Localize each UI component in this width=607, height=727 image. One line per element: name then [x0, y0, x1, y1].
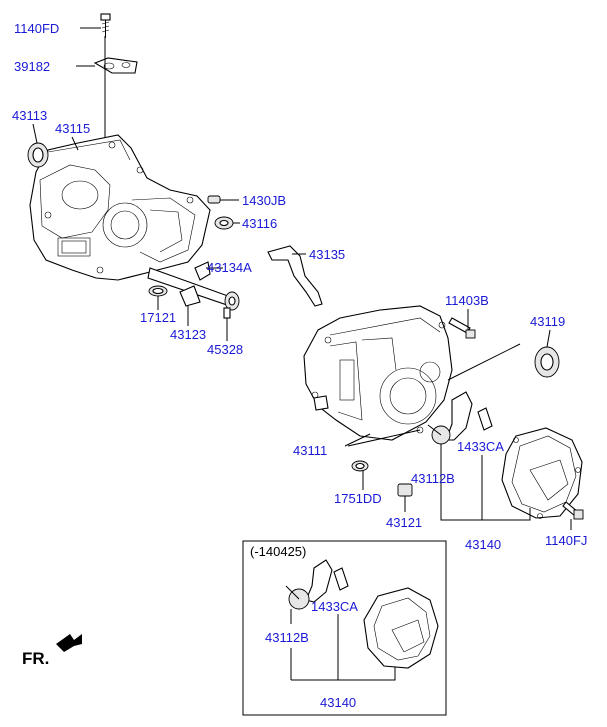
inset-label-1433ca: 1433CA — [311, 599, 358, 614]
bracket-43112b — [427, 391, 473, 445]
label-43111: 43111 — [293, 443, 327, 458]
label-1430jb: 1430JB — [242, 193, 286, 208]
label-17121: 17121 — [140, 310, 176, 325]
inset-pin-1433ca — [333, 567, 349, 591]
plug-43121 — [397, 483, 413, 497]
bolt-11403b — [448, 317, 476, 339]
label-1140fd: 1140FD — [14, 21, 59, 36]
bracket-39182 — [93, 57, 138, 74]
label-43113: 43113 — [12, 108, 47, 123]
label-1751dd: 1751DD — [334, 491, 382, 506]
label-43116: 43116 — [242, 216, 277, 231]
gasket-1751dd — [351, 460, 369, 472]
label-43119: 43119 — [530, 314, 565, 329]
inset-label-43112b: 43112B — [265, 630, 309, 645]
bolt-45328 — [223, 307, 231, 319]
inset-box — [242, 540, 447, 716]
oil-seal-43119 — [534, 346, 560, 378]
leader-lines — [32, 27, 572, 530]
label-43135: 43135 — [309, 247, 345, 262]
label-45328: 45328 — [207, 342, 243, 357]
inset-cover-43140 — [363, 587, 439, 669]
oring-17121 — [148, 285, 168, 297]
bolt-1140fd — [100, 13, 111, 38]
label-1140fj: 1140FJ — [545, 533, 587, 548]
label-39182: 39182 — [14, 59, 50, 74]
oil-seal-43113 — [27, 142, 49, 168]
label-1433ca: 1433CA — [457, 439, 504, 454]
front-arrow-icon — [56, 634, 82, 652]
bolt-1140fj — [562, 501, 584, 520]
pin-1433ca — [477, 407, 493, 431]
label-11403b: 11403B — [445, 293, 489, 308]
cover-43140 — [501, 427, 583, 519]
bolt-1430jb — [207, 195, 221, 204]
shift-shaft-43134a — [147, 261, 240, 311]
front-label: FR. — [22, 649, 49, 668]
label-43112b: 43112B — [411, 471, 455, 486]
label-43121: 43121 — [386, 515, 422, 530]
label-43115: 43115 — [55, 121, 90, 136]
plug-43116 — [214, 216, 234, 230]
label-43140: 43140 — [465, 537, 501, 552]
label-43134a: 43134A — [207, 260, 252, 275]
lever-43123 — [179, 285, 201, 307]
inset-label-43140: 43140 — [320, 695, 356, 710]
inset-bracket-43112b — [285, 559, 333, 610]
transmission-case-43111 — [303, 305, 453, 441]
inset-note: (-140425) — [250, 544, 306, 559]
transmission-case-43115 — [29, 134, 211, 281]
label-43123: 43123 — [170, 327, 206, 342]
